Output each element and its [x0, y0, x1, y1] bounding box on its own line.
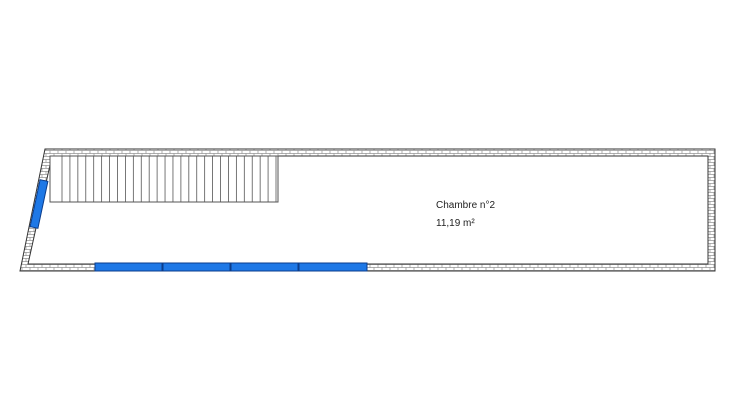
bottom-windows [94, 262, 368, 272]
room-name-label: Chambre n°2 [436, 200, 496, 211]
window-pane [162, 262, 231, 272]
staircase [49, 155, 279, 203]
room-area-label: 11,19 m² [436, 218, 475, 229]
window-pane [298, 262, 368, 272]
window-pane [230, 262, 299, 272]
window-pane [94, 262, 163, 272]
side-window [29, 179, 49, 229]
